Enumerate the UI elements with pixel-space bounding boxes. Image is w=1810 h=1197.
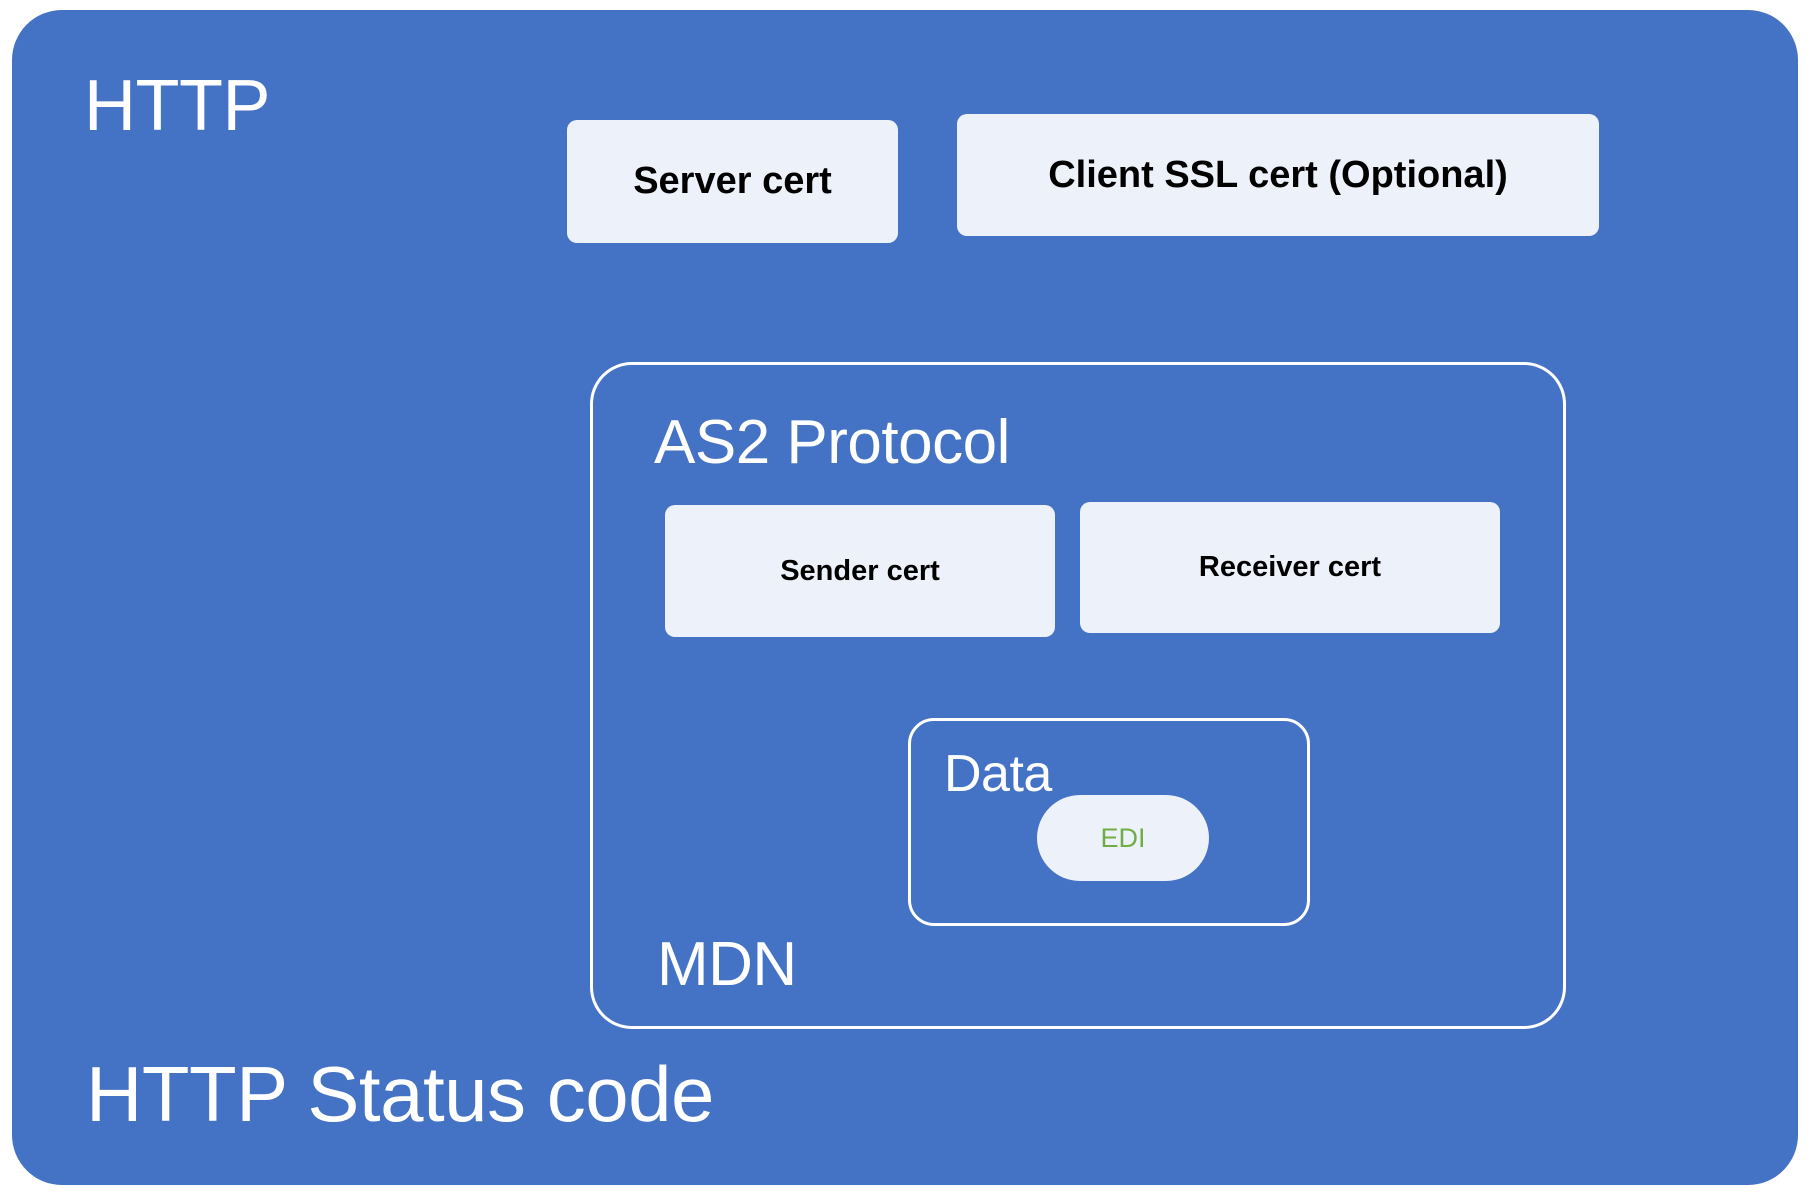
http-layer-label: HTTP — [84, 66, 270, 146]
sender-cert-box: Sender cert — [665, 505, 1055, 637]
server-cert-box: Server cert — [567, 120, 898, 243]
as2-protocol-label: AS2 Protocol — [654, 408, 1010, 477]
data-container — [908, 718, 1310, 926]
receiver-cert-box: Receiver cert — [1080, 502, 1500, 633]
client-ssl-cert-box: Client SSL cert (Optional) — [957, 114, 1599, 236]
mdn-label: MDN — [657, 930, 797, 999]
data-label: Data — [944, 745, 1052, 803]
http-layer-container: HTTP Server cert Client SSL cert (Option… — [12, 10, 1798, 1185]
http-status-code-label: HTTP Status code — [86, 1050, 714, 1138]
edi-payload-pill: EDI — [1037, 795, 1209, 881]
as2-protocol-container — [590, 362, 1566, 1029]
